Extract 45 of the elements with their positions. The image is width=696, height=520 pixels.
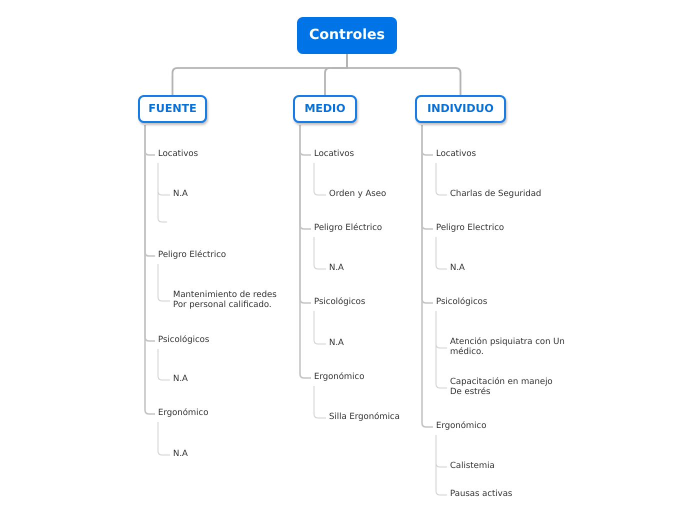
subtopic-text: Mantenimiento de redes Por personal calificado. — [173, 290, 285, 312]
subtopic-text: Peligro Eléctrico — [314, 223, 382, 235]
subtopic-text: Calistemia — [450, 461, 495, 473]
subtopic-text: Psicológicos — [158, 335, 210, 347]
subtopic-text: N.A — [173, 189, 188, 201]
connector-line — [436, 236, 448, 270]
subtopic-text: Atención psiquiatra con Un médico. — [450, 337, 566, 359]
subtopic-text: N.A — [450, 263, 465, 275]
subtopic-text: Peligro Electrico — [436, 223, 504, 235]
subtopic-text: Orden y Aseo — [329, 189, 386, 201]
connector-line — [314, 310, 326, 344]
subtopic-text: Locativos — [314, 149, 354, 161]
connector-line — [314, 386, 326, 418]
connector-line — [158, 162, 168, 222]
subtopic-text: Ergonómico — [436, 421, 486, 433]
subtopic-text: N.A — [173, 449, 188, 461]
subtopic-text: Charlas de Seguridad — [450, 189, 542, 201]
connector-line — [299, 125, 311, 379]
subtopic-text: Ergonómico — [158, 408, 208, 420]
subtopic-text: N.A — [329, 338, 344, 350]
subtopic-text: Capacitación en manejo De estrés — [450, 377, 566, 399]
subtopic-text: Psicológicos — [314, 297, 366, 309]
topic-box: FUENTE — [138, 95, 207, 123]
subtopic-text: N.A — [173, 374, 188, 386]
connector-line — [158, 422, 170, 456]
subtopic-text: Pausas activas — [450, 489, 512, 501]
connector-line — [421, 125, 433, 428]
subtopic-text: N.A — [329, 263, 344, 275]
subtopic-text: Ergonómico — [314, 372, 364, 384]
subtopic-text: Locativos — [158, 149, 198, 161]
subtopic-text: Psicológicos — [436, 297, 488, 309]
subtopic-text: Peligro Eléctrico — [158, 250, 226, 262]
connector-line — [436, 434, 448, 496]
connector-line — [158, 264, 170, 302]
topic-box: INDIVIDUO — [415, 95, 506, 123]
connector-line — [436, 162, 448, 196]
subtopic-text: Locativos — [436, 149, 476, 161]
topic-box: MEDIO — [293, 95, 357, 123]
connector-line — [314, 162, 326, 196]
subtopic-text: Silla Ergonómica — [329, 412, 400, 424]
connector-line — [436, 310, 448, 388]
connector-line — [158, 348, 170, 380]
root-topic-box: Controles — [297, 17, 397, 54]
connector-line — [144, 125, 155, 415]
connector-line — [314, 236, 326, 270]
